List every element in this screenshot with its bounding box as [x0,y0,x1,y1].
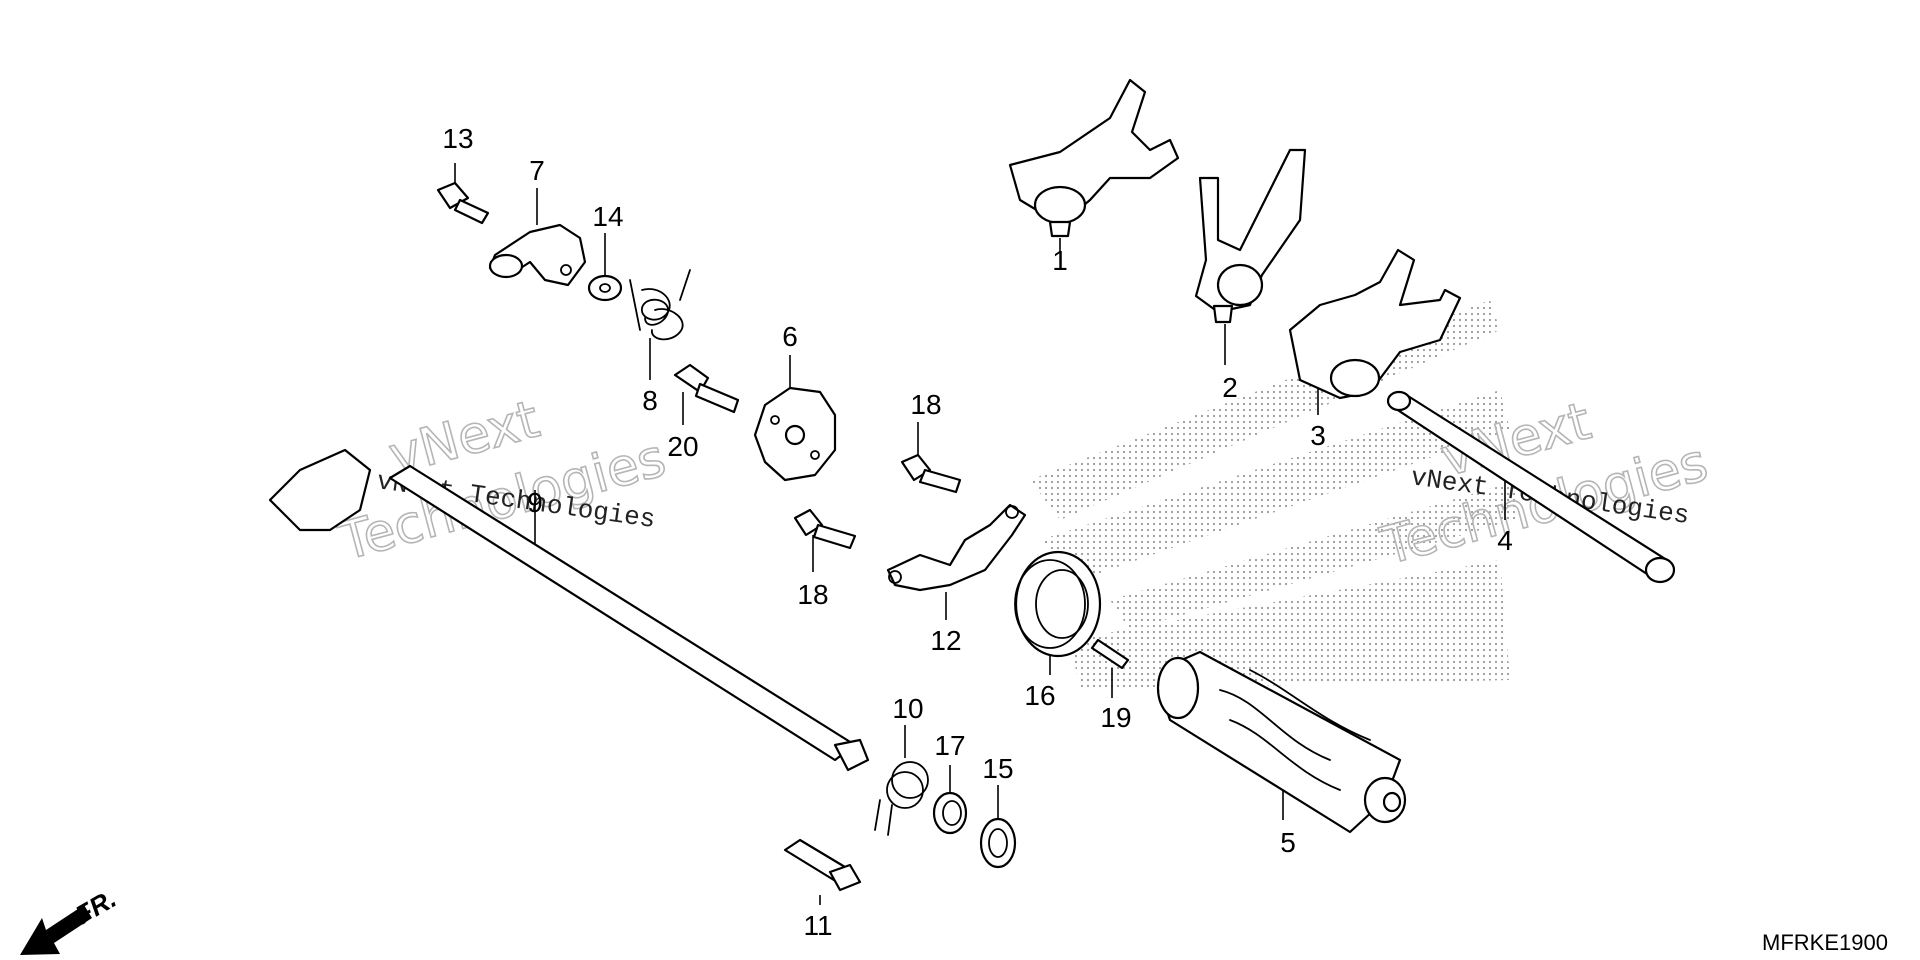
callout-7: 7 [529,155,545,186]
callout-17: 17 [934,730,965,761]
bolt-18-upper [900,453,962,494]
callout-5: 5 [1280,827,1296,858]
bolt-20 [673,363,740,414]
fork-shaft-4 [1386,390,1676,584]
callout-13: 13 [442,123,473,154]
front-direction-indicator: FR. [20,883,121,955]
snap-ring-17 [932,791,968,835]
stopper-spring-8 [629,269,691,341]
callout-1: 1 [1052,245,1068,276]
callout-18-upper: 18 [910,389,941,420]
bolt-18-lower [793,508,857,550]
callout-20: 20 [667,431,698,462]
callout-3: 3 [1310,420,1326,451]
callout-15: 15 [982,753,1013,784]
callout-11: 11 [803,910,832,941]
callout-6: 6 [782,321,798,352]
shift-fork-1 [1008,78,1180,238]
pin-bolt-11 [783,838,862,892]
bearing-16 [1014,550,1102,658]
callout-10: 10 [892,693,923,724]
callout-4: 4 [1497,525,1513,556]
dowel-pin-19 [1090,638,1130,670]
washer-15 [979,817,1017,869]
callout-8: 8 [642,385,658,416]
callout-9: 9 [527,487,543,518]
diagram-code: MFRKE1900 [1762,930,1888,955]
return-spring-10 [874,761,929,836]
arrow-left-down-icon [20,905,92,955]
stopper-arm-7 [488,223,587,287]
callouts: 1 2 3 4 5 6 7 8 9 10 11 12 13 14 15 16 1… [442,123,1512,941]
callout-16: 16 [1024,680,1055,711]
drum-center-6 [753,386,837,482]
shift-drum-5 [1156,650,1407,834]
shift-fork-2 [1194,148,1307,324]
bolt-13 [436,181,490,225]
callout-19: 19 [1100,702,1131,733]
shift-fork-3 [1288,248,1462,400]
callout-12: 12 [930,625,961,656]
gearshift-spindle-9 [268,448,870,772]
bracket-12 [886,503,1027,592]
leader-lines [454,163,1506,905]
washer-14 [587,274,623,302]
callout-2: 2 [1222,372,1238,403]
callout-14: 14 [592,201,623,232]
callout-18-lower: 18 [797,579,828,610]
